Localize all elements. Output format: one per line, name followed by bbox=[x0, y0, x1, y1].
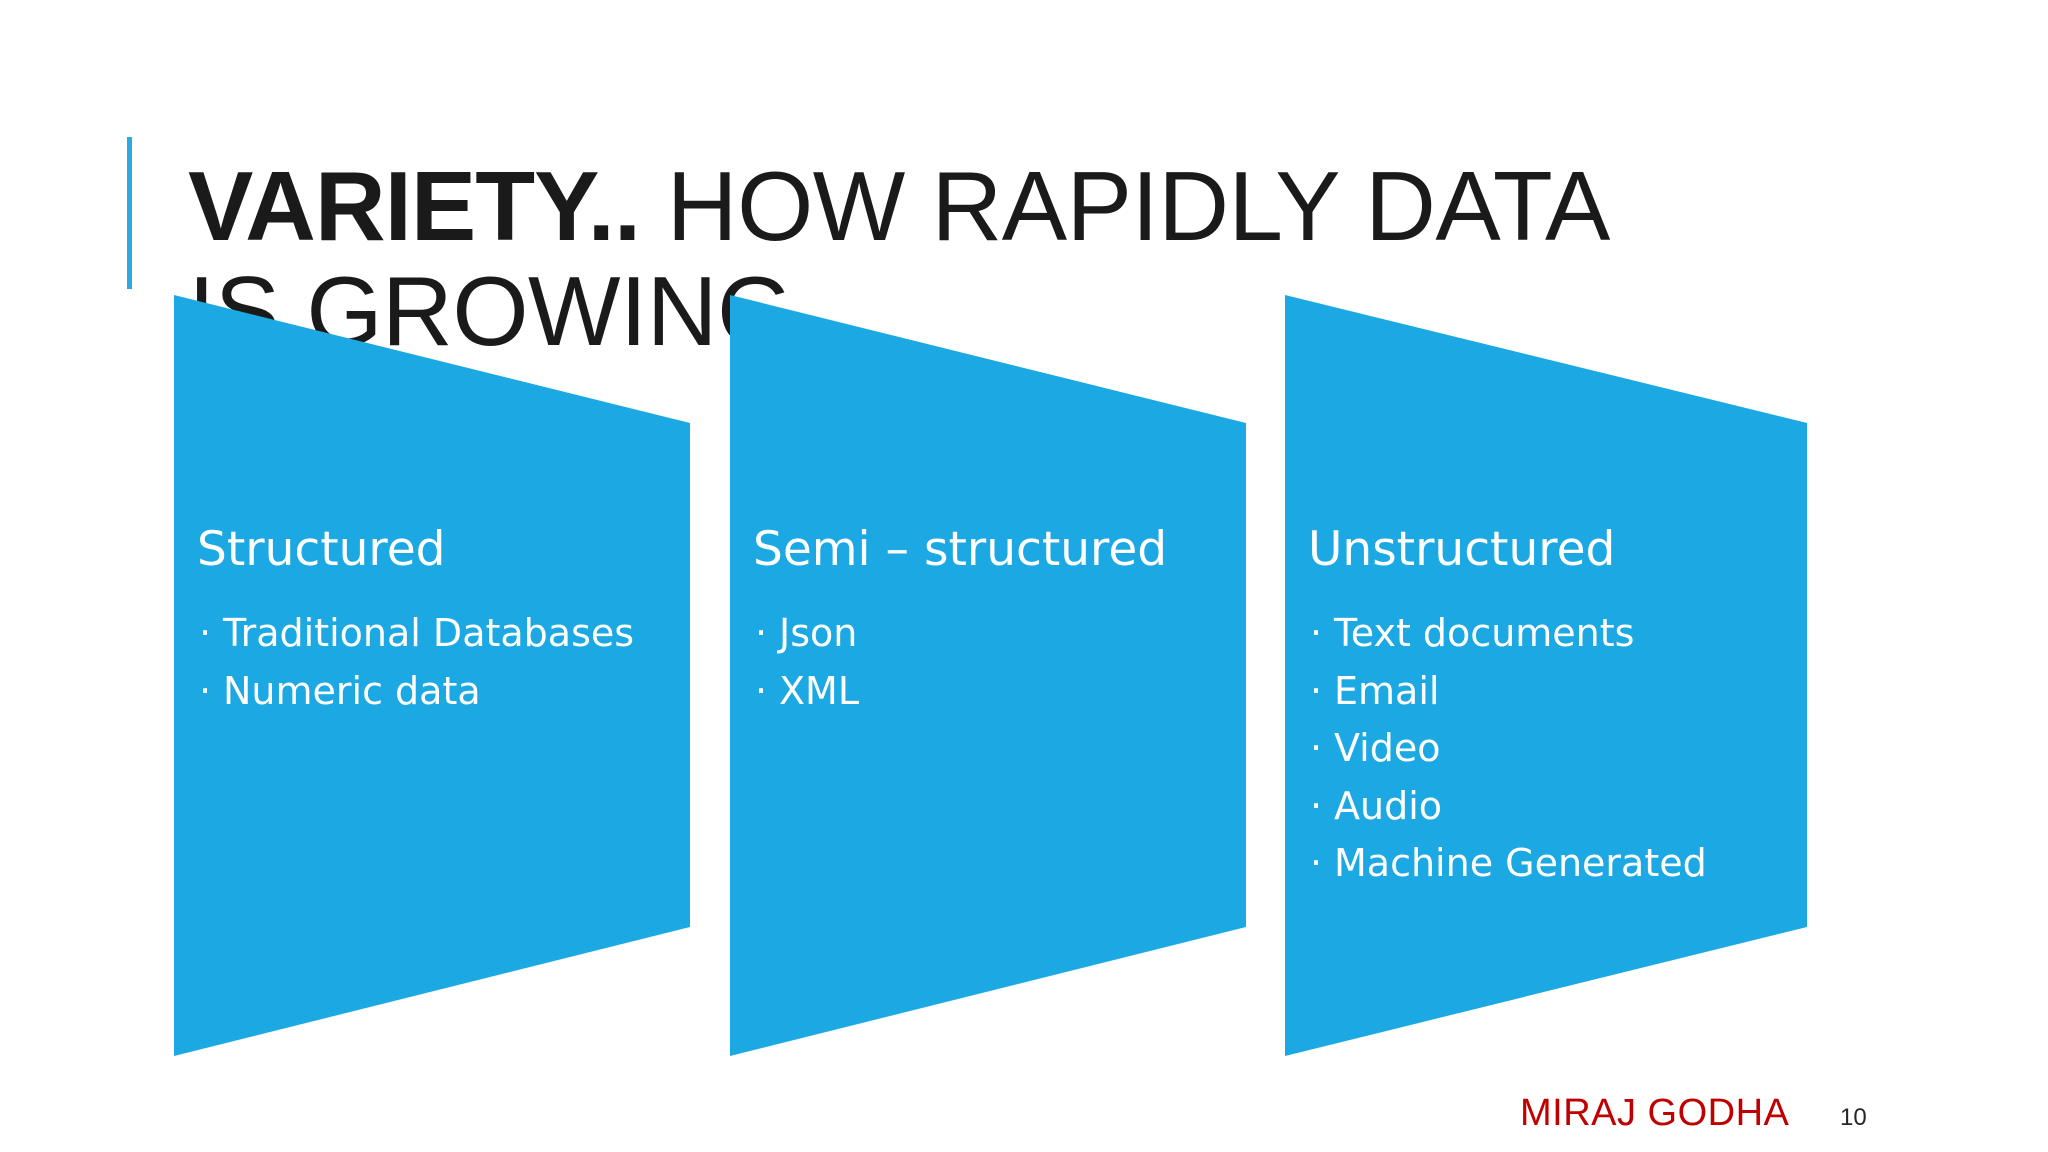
bullet-dot-icon: · bbox=[199, 611, 212, 655]
panel-semi-structured-bullets: ·Json ·XML bbox=[753, 610, 859, 725]
trapezoid-shape-unstructured bbox=[1285, 295, 1807, 1056]
bullet-dot-icon: · bbox=[1310, 783, 1323, 828]
list-item: ·Email bbox=[1308, 668, 1707, 716]
bullet-dot-icon: · bbox=[1310, 611, 1323, 655]
panel-unstructured-bullets: ·Text documents ·Email ·Video ·Audio ·Ma… bbox=[1308, 610, 1707, 898]
panel-semi-structured-content: Semi – structured ·Json ·XML bbox=[730, 290, 1260, 1070]
list-item-label: XML bbox=[779, 668, 859, 713]
list-item-label: Email bbox=[1334, 668, 1440, 713]
list-item: ·Json bbox=[753, 610, 859, 658]
panel-unstructured-content: Unstructured ·Text documents ·Email ·Vid… bbox=[1285, 290, 1815, 1070]
page-number: 10 bbox=[1840, 1104, 1867, 1131]
list-item-label: Traditional Databases bbox=[223, 611, 635, 655]
bullet-dot-icon: · bbox=[199, 668, 212, 713]
list-item-label: Text documents bbox=[1334, 611, 1635, 655]
list-item: ·Video bbox=[1308, 725, 1707, 773]
bullet-dot-icon: · bbox=[1310, 726, 1323, 770]
trapezoid-shape-structured bbox=[174, 295, 690, 1056]
list-item: ·Text documents bbox=[1308, 610, 1707, 658]
bullet-dot-icon: · bbox=[755, 668, 768, 713]
panel-unstructured[interactable]: Unstructured ·Text documents ·Email ·Vid… bbox=[1285, 290, 1815, 1070]
page-title-strong: VARIETY.. bbox=[188, 150, 641, 261]
panel-structured-heading: Structured bbox=[197, 522, 446, 577]
title-accent-bar bbox=[127, 137, 132, 289]
bullet-dot-icon: · bbox=[1310, 668, 1323, 713]
list-item-label: Audio bbox=[1334, 783, 1443, 828]
list-item: ·Audio bbox=[1308, 783, 1707, 831]
list-item-label: Machine Generated bbox=[1334, 841, 1707, 885]
panel-structured[interactable]: Structured ·Traditional Databases ·Numer… bbox=[174, 290, 704, 1070]
list-item: ·XML bbox=[753, 668, 859, 716]
list-item-label: Json bbox=[779, 611, 858, 655]
panel-structured-bullets: ·Traditional Databases ·Numeric data bbox=[197, 610, 634, 725]
panel-semi-structured[interactable]: Semi – structured ·Json ·XML bbox=[730, 290, 1260, 1070]
list-item-label: Video bbox=[1334, 726, 1441, 770]
panel-semi-structured-heading: Semi – structured bbox=[753, 522, 1168, 577]
panel-unstructured-heading: Unstructured bbox=[1308, 522, 1616, 577]
footer-author: MIRAJ GODHA bbox=[1520, 1092, 1790, 1134]
list-item: ·Machine Generated bbox=[1308, 840, 1707, 888]
list-item-label: Numeric data bbox=[223, 668, 481, 713]
bullet-dot-icon: · bbox=[755, 611, 768, 655]
trapezoid-shape-semi-structured bbox=[730, 295, 1246, 1056]
list-item: ·Traditional Databases bbox=[197, 610, 634, 658]
bullet-dot-icon: · bbox=[1310, 841, 1323, 885]
list-item: ·Numeric data bbox=[197, 668, 634, 716]
panel-structured-content: Structured ·Traditional Databases ·Numer… bbox=[174, 290, 704, 1070]
